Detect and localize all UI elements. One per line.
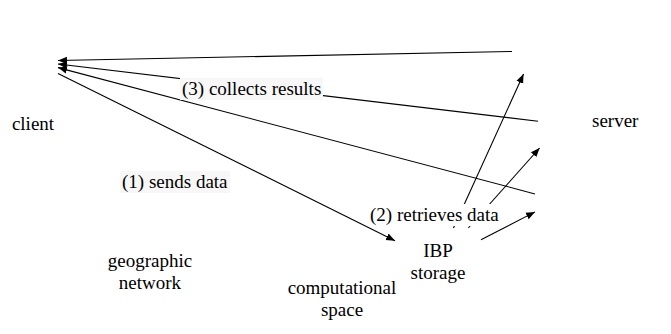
server-computer	[535, 176, 581, 224]
edge-label-holder: (3) collects results	[180, 78, 323, 100]
server-computer: server	[538, 100, 584, 148]
flow-arrow	[58, 68, 535, 194]
server-computer-outline	[535, 176, 581, 224]
flow-arrow	[58, 64, 538, 121]
server-computer-outline	[538, 100, 584, 148]
space-circle: computational spaceserverIBP storage	[385, 2, 669, 333]
node-label: IBP storage	[395, 240, 481, 284]
server-computer	[512, 28, 556, 74]
server-computer-outline	[512, 28, 556, 74]
flow-arrow	[58, 51, 512, 60]
network-cloud: geographic network	[115, 4, 310, 240]
space-circle-outline	[385, 2, 669, 333]
node-label: computational space	[267, 277, 417, 321]
client-computer: client	[8, 33, 58, 89]
edge-label-holder: (2) retrieves data	[368, 204, 501, 226]
client-computer-outline	[8, 33, 58, 89]
step-label: (2) retrieves data	[368, 204, 501, 226]
storage-cylinder: IBP storage	[395, 228, 481, 296]
step-label: (3) collects results	[180, 78, 323, 100]
edge-label-holder: (1) sends data	[120, 171, 230, 193]
node-label: server	[592, 110, 662, 132]
node-label: client	[2, 113, 64, 135]
network-cloud-outline	[115, 4, 310, 240]
node-label: geographic network	[90, 250, 210, 294]
step-label: (1) sends data	[120, 171, 230, 193]
